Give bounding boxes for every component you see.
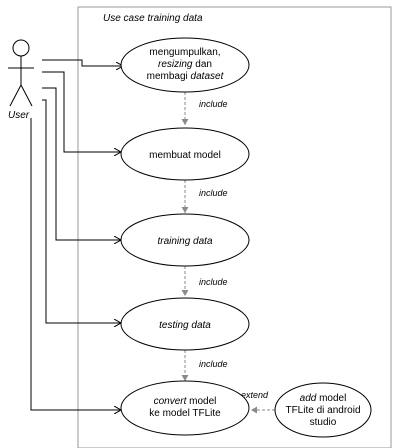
usecase-add-model-line2: TFLite di android — [285, 405, 360, 416]
actor-user: User — [8, 39, 34, 121]
usecase-collect-line2: resizing dan — [158, 59, 212, 70]
usecase-collect-line1: mengumpulkan, — [149, 47, 220, 58]
usecase-collect-resize-split: mengumpulkan, resizing dan membagi datas… — [120, 37, 250, 93]
usecase-training-data: training data — [120, 213, 250, 267]
usecase-add-model-line3: studio — [310, 417, 337, 428]
usecase-testing-label: testing data — [159, 320, 211, 331]
include-label-1: include — [199, 99, 228, 109]
usecase-convert-line1: convert model — [154, 396, 217, 407]
extend-label: extend — [241, 390, 269, 400]
usecase-add-model-android: add model TFLite di android studio — [274, 382, 372, 438]
usecase-convert-tflite: convert model ke model TFLite — [120, 380, 250, 436]
association-convert — [30, 118, 121, 410]
association-training — [42, 87, 121, 240]
usecase-build-model-label: membuat model — [149, 150, 221, 161]
include-relations: include include include include — [181, 92, 228, 381]
include-label-2: include — [199, 188, 228, 198]
association-testing — [42, 99, 121, 323]
usecase-collect-line3: membagi dataset — [147, 71, 225, 82]
usecase-build-model: membuat model — [120, 127, 250, 181]
include-label-4: include — [199, 359, 228, 369]
association-build-model — [42, 71, 121, 152]
usecase-training-label: training data — [157, 236, 212, 247]
system-title: Use case training data — [103, 13, 203, 24]
usecase-testing-data: testing data — [120, 297, 250, 351]
associations — [30, 59, 123, 410]
usecase-add-model-line1: add model — [300, 393, 347, 404]
include-label-3: include — [199, 277, 228, 287]
association-collect — [42, 59, 123, 66]
actor-label: User — [8, 110, 30, 121]
usecase-convert-line2: ke model TFLite — [149, 408, 221, 419]
actor-stick-figure — [8, 39, 34, 107]
